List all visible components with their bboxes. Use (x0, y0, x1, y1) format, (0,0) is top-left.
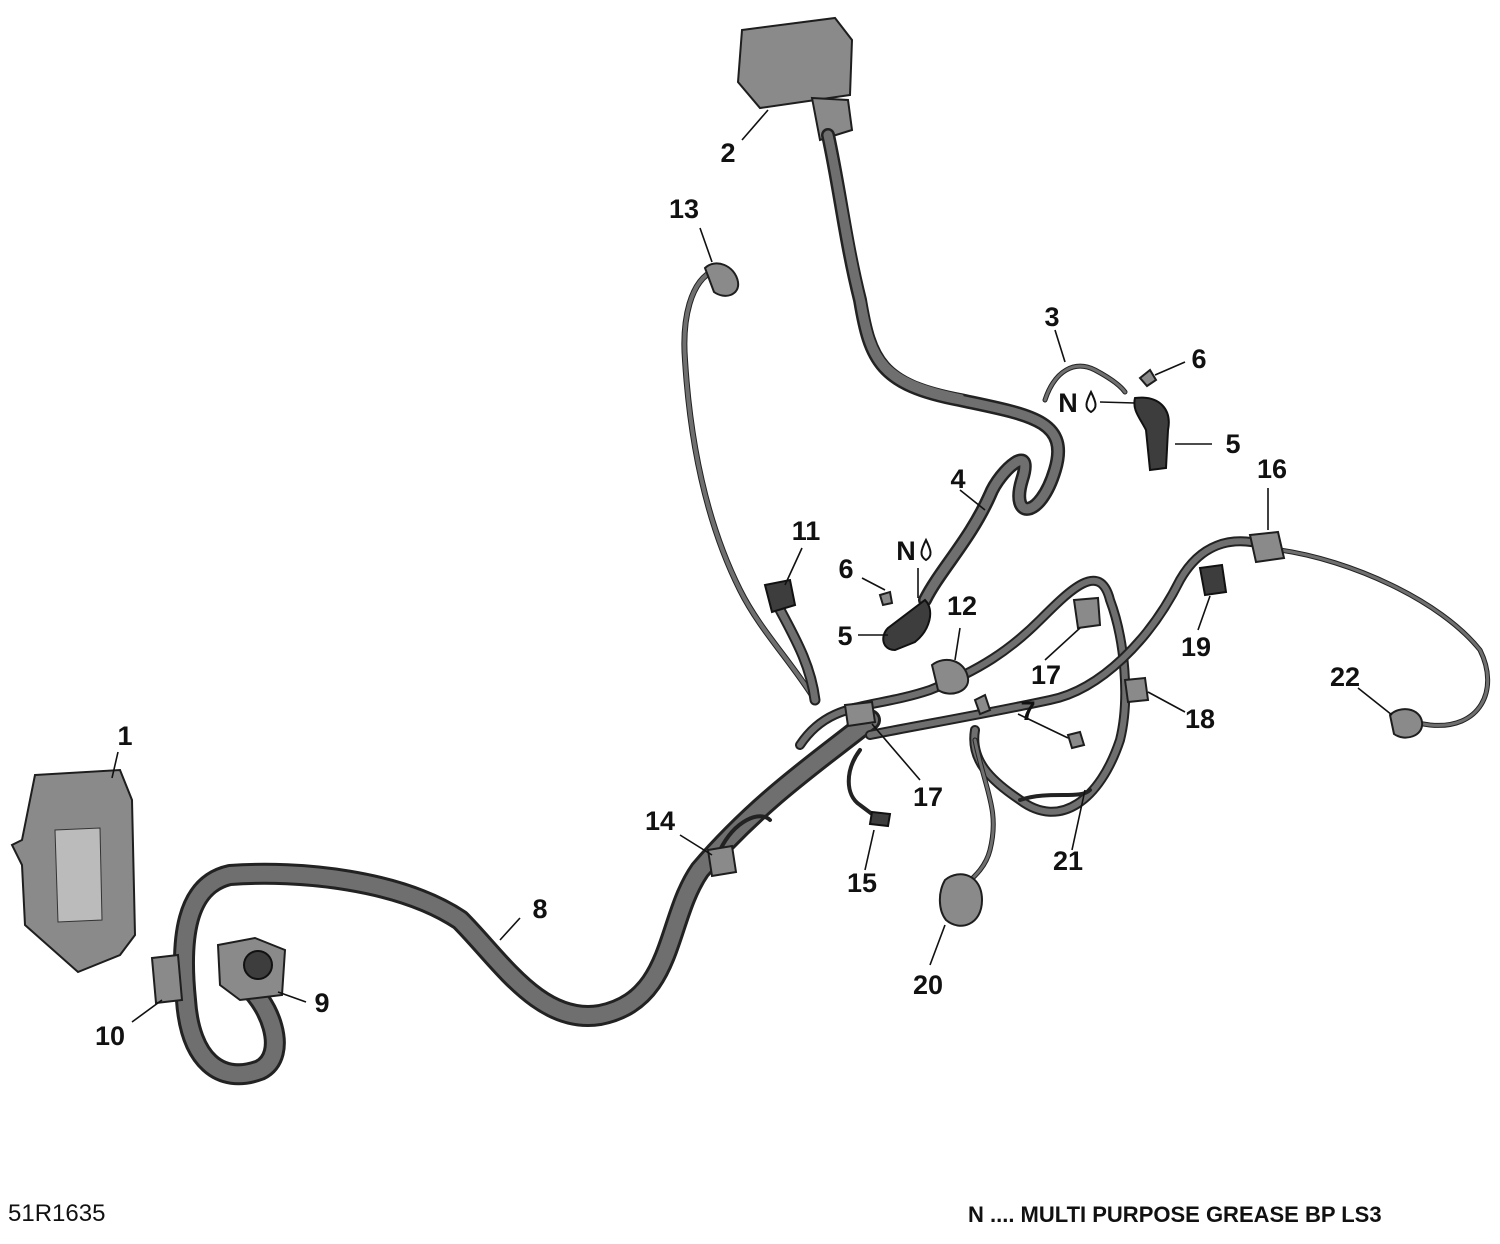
callout-21: 21 (1053, 846, 1083, 876)
callout-17-lower: 17 (913, 782, 943, 812)
part-7-clip (973, 693, 1086, 750)
part-12-connector (930, 658, 970, 695)
callout-13: 13 (669, 194, 699, 224)
grease-marker-left: N (896, 536, 916, 566)
droplet-icon (1085, 389, 1097, 414)
callout-5-left: 5 (837, 621, 852, 651)
callout-7: 7 (1020, 696, 1035, 726)
callout-3: 3 (1044, 302, 1059, 332)
part-1-module (10, 768, 137, 974)
part-20-connector (938, 873, 984, 927)
leader-lines (111, 109, 1393, 1023)
callout-11: 11 (792, 516, 821, 546)
callout-2: 2 (720, 138, 735, 168)
legend-note: N .... MULTI PURPOSE GREASE BP LS3 (968, 1202, 1382, 1227)
callout-1: 1 (117, 721, 132, 751)
part-3-wire (1042, 363, 1128, 403)
part-9-clamp (216, 936, 287, 1002)
part-5-spark-plug-cap-left (882, 598, 932, 652)
callout-12: 12 (947, 591, 977, 621)
part-15-sensor (868, 810, 892, 828)
callout-5-right: 5 (1225, 429, 1240, 459)
part-2-upper-module (736, 16, 854, 142)
callout-8: 8 (532, 894, 547, 924)
callout-17-upper: 17 (1031, 660, 1061, 690)
part-22-connector (1388, 708, 1424, 739)
part-17-grommet-upper (1072, 596, 1102, 630)
callout-19: 19 (1181, 632, 1211, 662)
part-16-connector (1248, 530, 1286, 564)
part-5-spark-plug-cap-right (1133, 396, 1170, 472)
main-twin-cable (821, 128, 1066, 607)
callout-4: 4 (950, 464, 965, 494)
part-14-connector (706, 844, 738, 878)
grease-marker-right: N (1058, 388, 1078, 418)
droplet-icon (920, 537, 932, 562)
part-13-harness-branch (681, 262, 818, 703)
callout-6-right: 6 (1191, 344, 1206, 374)
part-11-connector (763, 578, 821, 706)
diagram-code: 51R1635 (8, 1200, 106, 1227)
part-10-clip (150, 953, 184, 1005)
callout-15: 15 (847, 868, 877, 898)
part-8-main-harness (172, 709, 881, 1086)
callout-18: 18 (1185, 704, 1215, 734)
callout-14: 14 (645, 806, 675, 836)
callout-22: 22 (1330, 662, 1360, 692)
part-6-small-cap-left (878, 590, 894, 607)
part-17-grommet-lower (843, 700, 877, 728)
upper-harness-network (718, 536, 1491, 893)
callout-6-left: 6 (838, 554, 853, 584)
part-6-small-cap-right (1138, 368, 1158, 388)
callout-20: 20 (913, 970, 943, 1000)
callout-9: 9 (314, 988, 329, 1018)
callout-16: 16 (1257, 454, 1287, 484)
part-18-connector (1123, 676, 1150, 704)
callout-10: 10 (95, 1021, 125, 1051)
part-19-connector (1198, 563, 1228, 597)
